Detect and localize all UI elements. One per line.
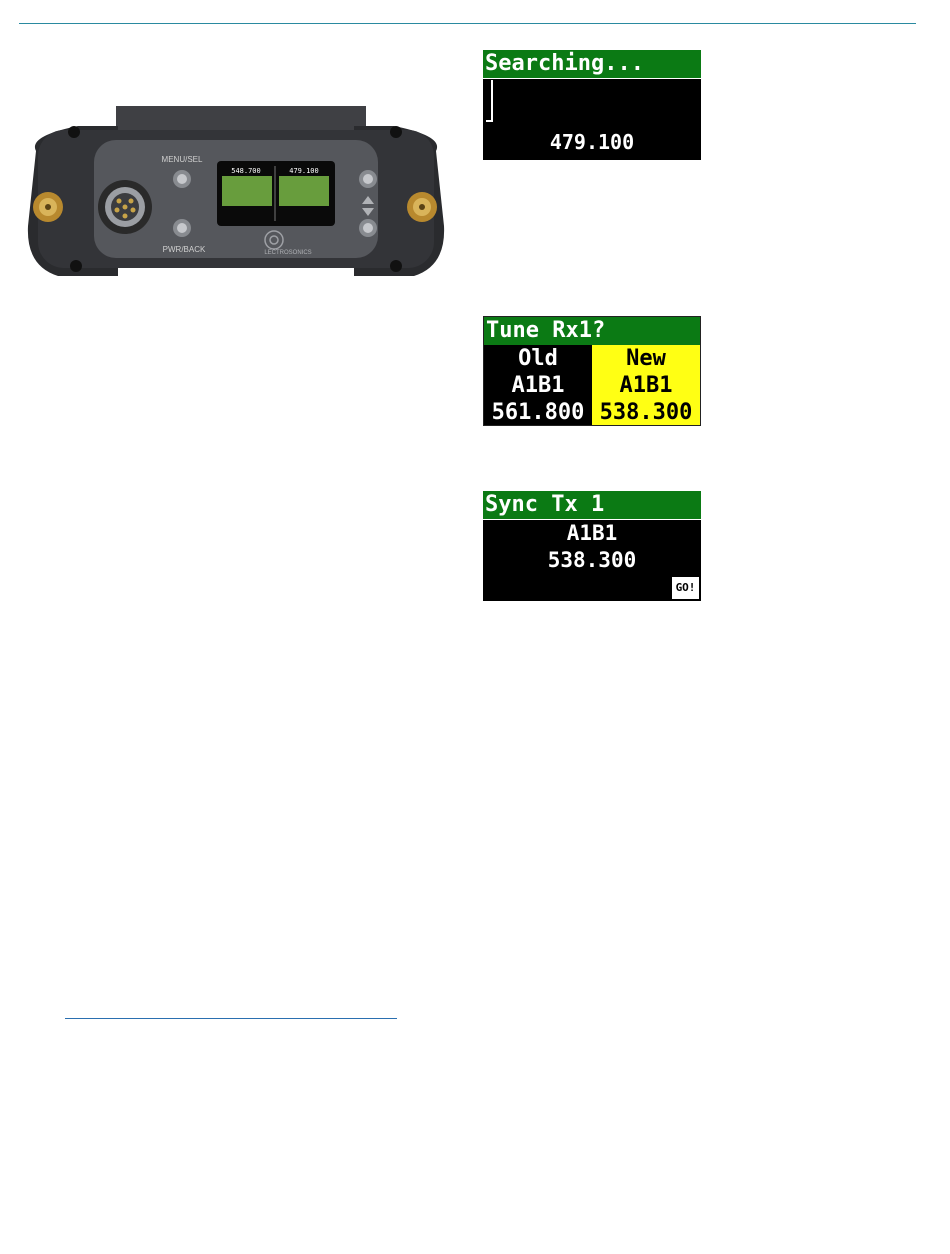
menu-sel-label: MENU/SEL bbox=[162, 155, 203, 164]
old-frequency: 561.800 bbox=[492, 400, 585, 425]
scan-indicator bbox=[491, 80, 493, 122]
new-settings-column[interactable]: New A1B1 538.300 bbox=[592, 345, 700, 426]
old-block: A1B1 bbox=[512, 373, 565, 398]
scan-tick bbox=[486, 120, 492, 122]
device-freq-left: 548.700 bbox=[231, 167, 261, 175]
receiver-image: MENU/SEL PWR/BACK 548.700 479.100 LECTRO… bbox=[18, 106, 454, 282]
new-block: A1B1 bbox=[620, 373, 673, 398]
searching-frequency: 479.100 bbox=[483, 130, 701, 154]
sync-frequency: 538.300 bbox=[483, 547, 701, 574]
old-settings-column: Old A1B1 561.800 bbox=[484, 345, 592, 426]
old-header: Old bbox=[518, 346, 558, 371]
tune-comparison: Old A1B1 561.800 New A1B1 538.300 bbox=[484, 345, 700, 426]
pwr-back-label: PWR/BACK bbox=[163, 245, 206, 254]
searching-screen: Searching... 479.100 bbox=[483, 50, 701, 160]
sync-screen: Sync Tx 1 A1B1 538.300 GO! bbox=[483, 491, 701, 601]
top-rule bbox=[19, 23, 916, 24]
new-header: New bbox=[626, 346, 666, 371]
brand-logo: LECTROSONICS bbox=[264, 250, 311, 256]
sync-block: A1B1 bbox=[483, 520, 701, 547]
footnote-rule bbox=[65, 1018, 397, 1019]
searching-title: Searching... bbox=[483, 50, 701, 79]
tune-title: Tune Rx1? bbox=[484, 317, 700, 346]
new-frequency: 538.300 bbox=[600, 400, 693, 425]
go-icon[interactable]: GO! bbox=[672, 577, 699, 599]
tune-screen: Tune Rx1? Old A1B1 561.800 New A1B1 538.… bbox=[483, 316, 701, 426]
device-freq-right: 479.100 bbox=[289, 167, 319, 175]
sync-title: Sync Tx 1 bbox=[483, 491, 701, 520]
